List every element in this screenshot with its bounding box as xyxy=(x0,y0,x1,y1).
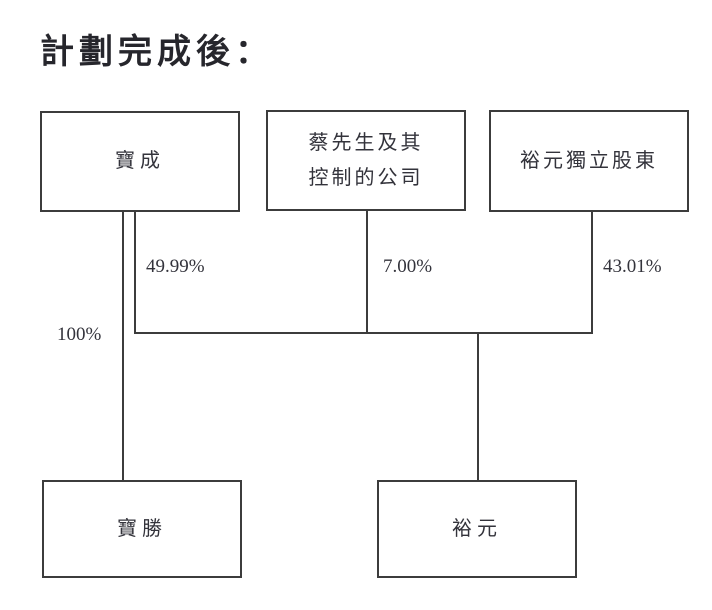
node-tsai-controlled-companies: 蔡先生及其 控制的公司 xyxy=(266,110,466,211)
node-pou-sheng-label: 寶勝 xyxy=(117,517,167,540)
node-tsai-label-line1: 蔡先生及其 xyxy=(308,131,424,154)
edge-pou-chen-to-junction-line xyxy=(134,212,136,334)
ownership-label-independent-yue-yuen: 43.01% xyxy=(603,256,662,277)
diagram-title: 計劃完成後： xyxy=(40,33,274,71)
ownership-label-pou-chen-pou-sheng: 100% xyxy=(57,324,102,345)
edge-junction-to-yue-yuen-line xyxy=(477,334,479,480)
node-pou-chen: 寶成 xyxy=(40,111,240,212)
ownership-label-tsai-yue-yuen: 7.00% xyxy=(383,256,433,277)
edge-tsai-to-junction-line xyxy=(366,211,368,334)
node-tsai-label-line2: 控制的公司 xyxy=(308,166,424,189)
node-yue-yuen-label: 裕元 xyxy=(452,517,502,540)
node-pou-sheng: 寶勝 xyxy=(42,480,242,578)
edge-pou-chen-to-pou-sheng-line xyxy=(122,212,124,480)
ownership-label-pou-chen-yue-yuen: 49.99% xyxy=(146,256,205,277)
node-pou-chen-label: 寶成 xyxy=(115,150,165,172)
junction-horizontal-bar xyxy=(134,332,593,334)
node-yue-yuen-independent-label: 裕元獨立股東 xyxy=(520,149,658,172)
edge-independent-to-junction-line xyxy=(591,212,593,334)
node-yue-yuen: 裕元 xyxy=(377,480,577,578)
node-yue-yuen-independent-shareholders: 裕元獨立股東 xyxy=(489,110,689,212)
